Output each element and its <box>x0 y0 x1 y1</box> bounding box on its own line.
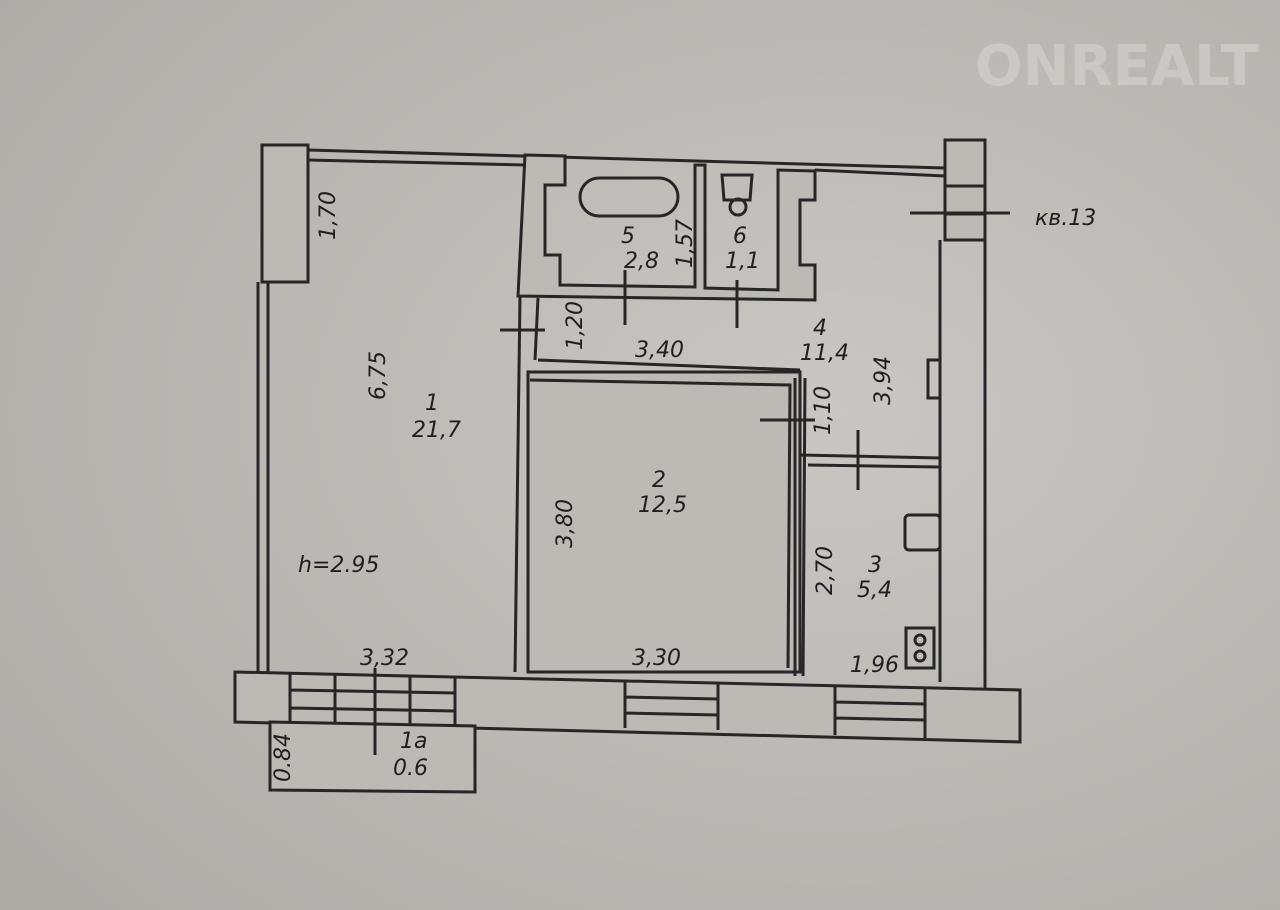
room-3-area: 5,4 <box>857 578 892 603</box>
dim-corridor-length: 3,40 <box>635 338 684 363</box>
dim-room2-length: 3,80 <box>553 499 578 548</box>
window-room2 <box>623 680 720 730</box>
dim-room1-top: 1,70 <box>316 191 341 240</box>
room-2-area: 12,5 <box>638 493 687 518</box>
room-4-area: 11,4 <box>800 341 849 366</box>
room-3-number: 3 <box>868 553 882 578</box>
room-5-area: 2,8 <box>624 249 659 274</box>
bathroom-walls <box>516 153 817 302</box>
leader-lines <box>373 211 1010 755</box>
ceiling-height: h=2.95 <box>298 553 379 578</box>
window-kitchen <box>833 686 927 738</box>
kitchen-wall <box>799 453 941 469</box>
left-wall <box>256 282 270 672</box>
dim-kitchen-width: 1,96 <box>850 653 899 678</box>
dim-bath-width: 1,57 <box>673 219 698 268</box>
room-1a-area: 0.6 <box>393 756 428 781</box>
room-2-number: 2 <box>652 468 666 493</box>
interior-walls <box>513 295 942 677</box>
balcony <box>268 720 477 794</box>
toilet-icon <box>720 173 754 202</box>
bathtub-icon <box>578 176 680 218</box>
stove-icon <box>904 626 936 670</box>
room-2-outline <box>526 370 802 674</box>
watermark-logo: ONREALT <box>975 34 1259 99</box>
dim-room1-length: 6,75 <box>366 351 391 400</box>
room-1a-number: 1а <box>400 729 427 754</box>
dim-room2-width: 3,30 <box>632 646 681 671</box>
room-5-number: 5 <box>621 224 635 249</box>
window-room1 <box>288 673 457 725</box>
dim-hall-passage: 1,10 <box>811 386 836 435</box>
dim-kitchen-length: 2,70 <box>813 546 838 595</box>
room-1-number: 1 <box>425 391 439 416</box>
room-6-area: 1,1 <box>725 249 760 274</box>
room-4-number: 4 <box>813 316 827 341</box>
room-1-area: 21,7 <box>412 418 461 443</box>
room-6-number: 6 <box>733 224 747 249</box>
left-pier <box>260 143 310 284</box>
walls <box>233 138 1022 794</box>
top-wall <box>307 148 946 178</box>
right-pier <box>943 138 987 242</box>
dim-corridor-width: 1,20 <box>563 301 588 350</box>
dim-hall-length: 3,94 <box>871 356 896 405</box>
bathroom-block <box>516 153 817 302</box>
dim-balcony-depth: 0.84 <box>271 733 296 782</box>
dim-room1-width: 3,32 <box>360 646 409 671</box>
apartment-label: кв.13 <box>1035 206 1096 231</box>
sink-icon <box>903 513 942 552</box>
